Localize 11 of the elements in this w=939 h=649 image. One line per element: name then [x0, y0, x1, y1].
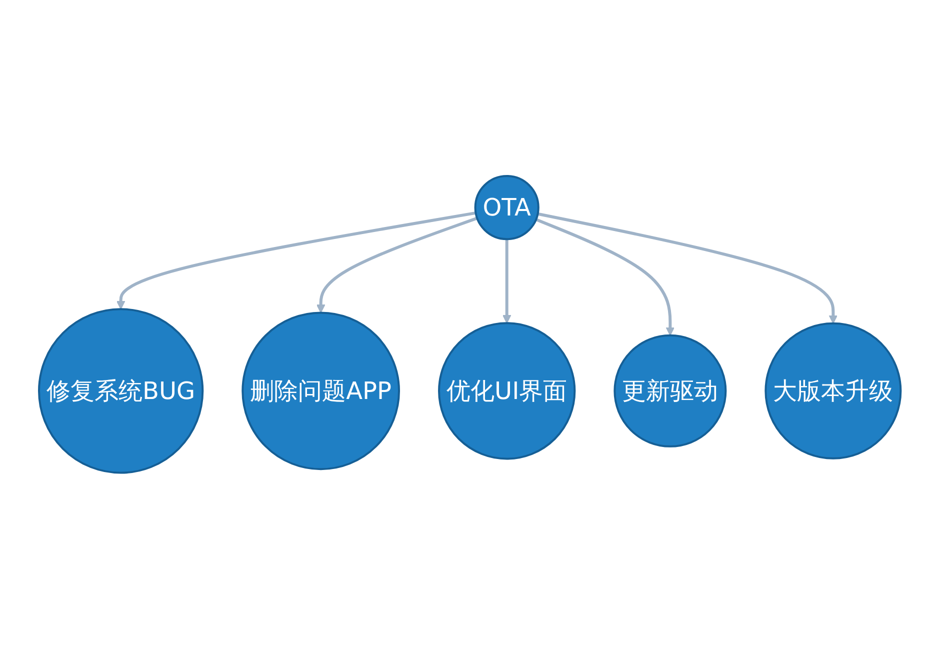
arrow	[116, 212, 476, 310]
node-circle: OTA	[474, 175, 540, 240]
arrow	[535, 218, 674, 336]
node-circle: 优化UI界面	[438, 322, 576, 460]
node-circle: 大版本升级	[764, 322, 902, 460]
node-circle: 修复系统BUG	[38, 308, 204, 474]
arrow	[537, 212, 838, 324]
arrow	[316, 216, 478, 314]
arrow	[502, 239, 511, 324]
node-circle: 更新驱动	[613, 334, 726, 448]
node-circle: 删除问题APP	[241, 312, 400, 470]
